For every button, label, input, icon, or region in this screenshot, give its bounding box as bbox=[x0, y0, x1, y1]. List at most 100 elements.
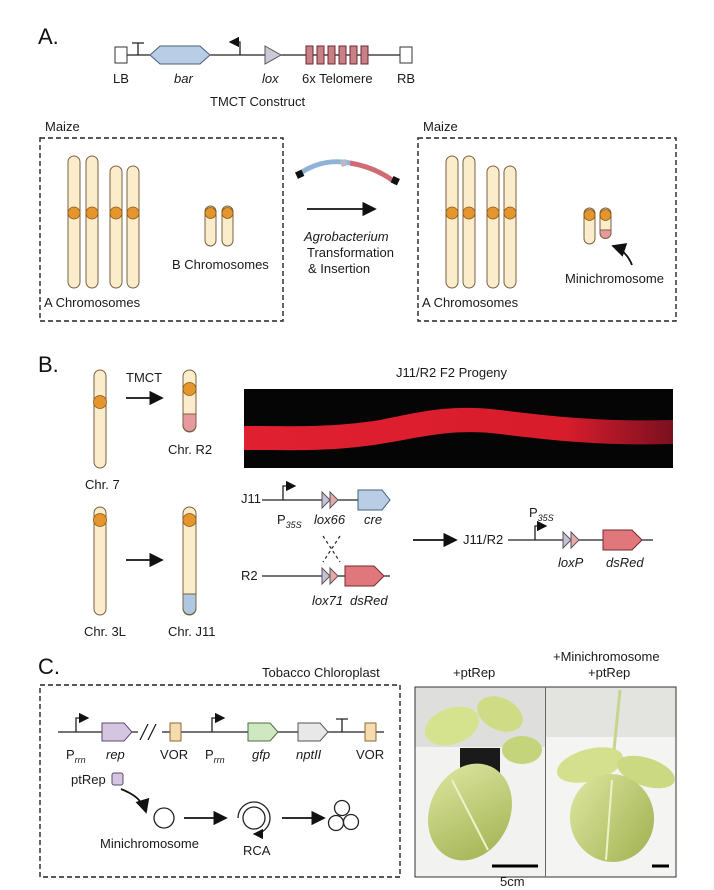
prrn-promoter-icon-1 bbox=[75, 712, 90, 732]
panel-c-letter: C. bbox=[38, 654, 60, 679]
rb-border bbox=[399, 46, 413, 64]
promoter-arrow-icon bbox=[228, 36, 241, 55]
panel-a-letter: A. bbox=[38, 24, 59, 49]
lox-site bbox=[264, 45, 283, 65]
lox71-label: lox71 bbox=[312, 593, 343, 608]
lox66-left bbox=[321, 490, 331, 510]
t-dna-illustration bbox=[295, 159, 400, 186]
vor-element bbox=[169, 722, 182, 742]
right-box-title: Maize bbox=[423, 119, 458, 134]
dsred-label: dsRed bbox=[350, 593, 388, 608]
a-chrom-label-right: A Chromosomes bbox=[422, 295, 519, 310]
lox66-label: lox66 bbox=[314, 512, 346, 527]
loxp-label: loxP bbox=[558, 555, 584, 570]
minichromosome-circle bbox=[153, 807, 175, 829]
lb-label: LB bbox=[113, 71, 129, 86]
lox66-right bbox=[329, 490, 339, 510]
panel-b-letter: B. bbox=[38, 352, 59, 377]
chr7 bbox=[93, 369, 107, 469]
gfp-label: gfp bbox=[252, 747, 270, 762]
bar-label: bar bbox=[174, 71, 193, 86]
j11-promoter-icon bbox=[282, 480, 297, 500]
a-chromosomes-left bbox=[67, 155, 140, 289]
recombination-cross bbox=[322, 535, 341, 563]
rep-label: rep bbox=[106, 747, 125, 762]
right-maize-box bbox=[417, 137, 677, 322]
j11-label: J11 bbox=[241, 491, 261, 506]
tmct-construct: LB bar lox 6x Telomere RB TMCT Construct bbox=[113, 36, 415, 109]
prrn-label-1: Prrn bbox=[66, 747, 86, 765]
chrJ11-label: Chr. J11 bbox=[168, 624, 215, 639]
chloroplast-title: Tobacco Chloroplast bbox=[262, 665, 380, 680]
photo2-label-line2: +ptRep bbox=[588, 665, 630, 680]
vor-label: VOR bbox=[160, 747, 188, 762]
j11r2-p-label: P35S bbox=[529, 505, 554, 523]
minichromosome-pointer bbox=[611, 243, 633, 266]
plant-photo-ptrep bbox=[415, 687, 545, 877]
telomere-repeats bbox=[305, 45, 369, 65]
gfp-gene bbox=[247, 722, 279, 742]
lox-label: lox bbox=[262, 71, 279, 86]
b-chrom-label: B Chromosomes bbox=[172, 257, 269, 272]
nptii-label: nptII bbox=[296, 747, 322, 762]
prrn-label-2: Prrn bbox=[205, 747, 225, 765]
telomere-label: 6x Telomere bbox=[302, 71, 373, 86]
j11-p-label: P35S bbox=[277, 512, 302, 530]
j11r2-promoter-icon bbox=[534, 520, 548, 540]
photo2-label-line1: +Minichromosome bbox=[553, 649, 660, 664]
cre-gene bbox=[357, 489, 391, 511]
ptrep-arrow bbox=[120, 788, 150, 814]
plant-photo-minichromosome bbox=[546, 687, 676, 877]
progeny-image-title: J11/R2 F2 Progeny bbox=[396, 365, 508, 380]
loxp-right bbox=[570, 530, 580, 550]
r2-label: R2 bbox=[241, 568, 258, 583]
rca-icon bbox=[237, 801, 271, 840]
dsred2-label: dsRed bbox=[606, 555, 644, 570]
tmct-label: TMCT bbox=[126, 370, 162, 385]
break-icon bbox=[139, 723, 157, 741]
dsred-gene-2 bbox=[602, 529, 643, 551]
chloroplast-box bbox=[39, 684, 401, 878]
fluorescence-image bbox=[244, 389, 673, 468]
left-box-title: Maize bbox=[45, 119, 80, 134]
nptii-gene bbox=[297, 722, 329, 742]
chrR2-label: Chr. R2 bbox=[168, 442, 212, 457]
cre-label: cre bbox=[364, 512, 382, 527]
loxp-left bbox=[562, 530, 572, 550]
lb-border bbox=[114, 46, 128, 64]
agro-line2: Transformation bbox=[307, 245, 394, 260]
minichromosome-c-label: Minichromosome bbox=[100, 836, 199, 851]
rca-label: RCA bbox=[243, 843, 271, 858]
prrn-promoter-icon-2 bbox=[211, 712, 226, 732]
agro-line3: & Insertion bbox=[308, 261, 370, 276]
left-maize-box bbox=[39, 137, 284, 322]
j11r2-label: J11/R2 bbox=[463, 532, 503, 547]
rep-gene bbox=[101, 722, 133, 742]
construct-title: TMCT Construct bbox=[210, 94, 305, 109]
a-chrom-label-left: A Chromosomes bbox=[44, 295, 141, 310]
rb-label: RB bbox=[397, 71, 415, 86]
replicated-circles bbox=[327, 799, 360, 832]
vor-element-2 bbox=[364, 722, 377, 742]
dsred-gene bbox=[344, 565, 385, 587]
photo1-label: +ptRep bbox=[453, 665, 495, 680]
bar-gene bbox=[149, 45, 211, 65]
terminator-icon-c bbox=[336, 718, 348, 732]
ptrep-protein bbox=[111, 772, 124, 786]
a-chromosomes-right bbox=[445, 155, 517, 289]
ptrep-label: ptRep bbox=[71, 772, 106, 787]
chr3l-label: Chr. 3L bbox=[84, 624, 126, 639]
b-chromosomes bbox=[204, 205, 234, 247]
chr7-label: Chr. 7 bbox=[85, 477, 120, 492]
minichromosome-label: Minichromosome bbox=[565, 271, 664, 286]
lox71-right bbox=[329, 566, 339, 586]
minichromosome-illustration bbox=[583, 207, 612, 245]
vor2-label: VOR bbox=[356, 747, 384, 762]
chrJ11 bbox=[182, 506, 197, 616]
chr3l bbox=[93, 506, 107, 616]
scale-label: 5cm bbox=[500, 874, 525, 889]
lox71-left bbox=[321, 566, 331, 586]
terminator-icon bbox=[132, 42, 144, 55]
chrR2 bbox=[182, 369, 197, 433]
